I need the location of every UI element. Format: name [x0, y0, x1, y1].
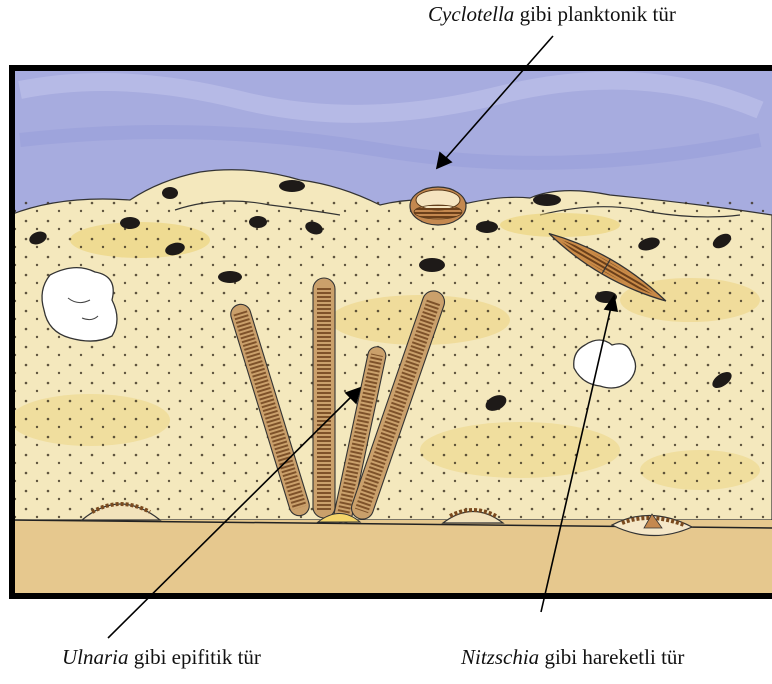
label-ulnaria: Ulnaria gibi epifitik tür: [62, 645, 261, 670]
label-cyclotella: Cyclotella gibi planktonik tür: [428, 2, 676, 27]
genus-cyclotella: Cyclotella: [428, 2, 514, 26]
label-nitzschia: Nitzschia gibi hareketli tür: [461, 645, 684, 670]
label-ulnaria-rest: gibi epifitik tür: [129, 645, 261, 669]
label-cyclotella-rest: gibi planktonik tür: [514, 2, 676, 26]
genus-nitzschia: Nitzschia: [461, 645, 539, 669]
label-nitzschia-rest: gibi hareketli tür: [539, 645, 684, 669]
cyclotella-cell: [410, 187, 466, 225]
genus-ulnaria: Ulnaria: [62, 645, 129, 669]
